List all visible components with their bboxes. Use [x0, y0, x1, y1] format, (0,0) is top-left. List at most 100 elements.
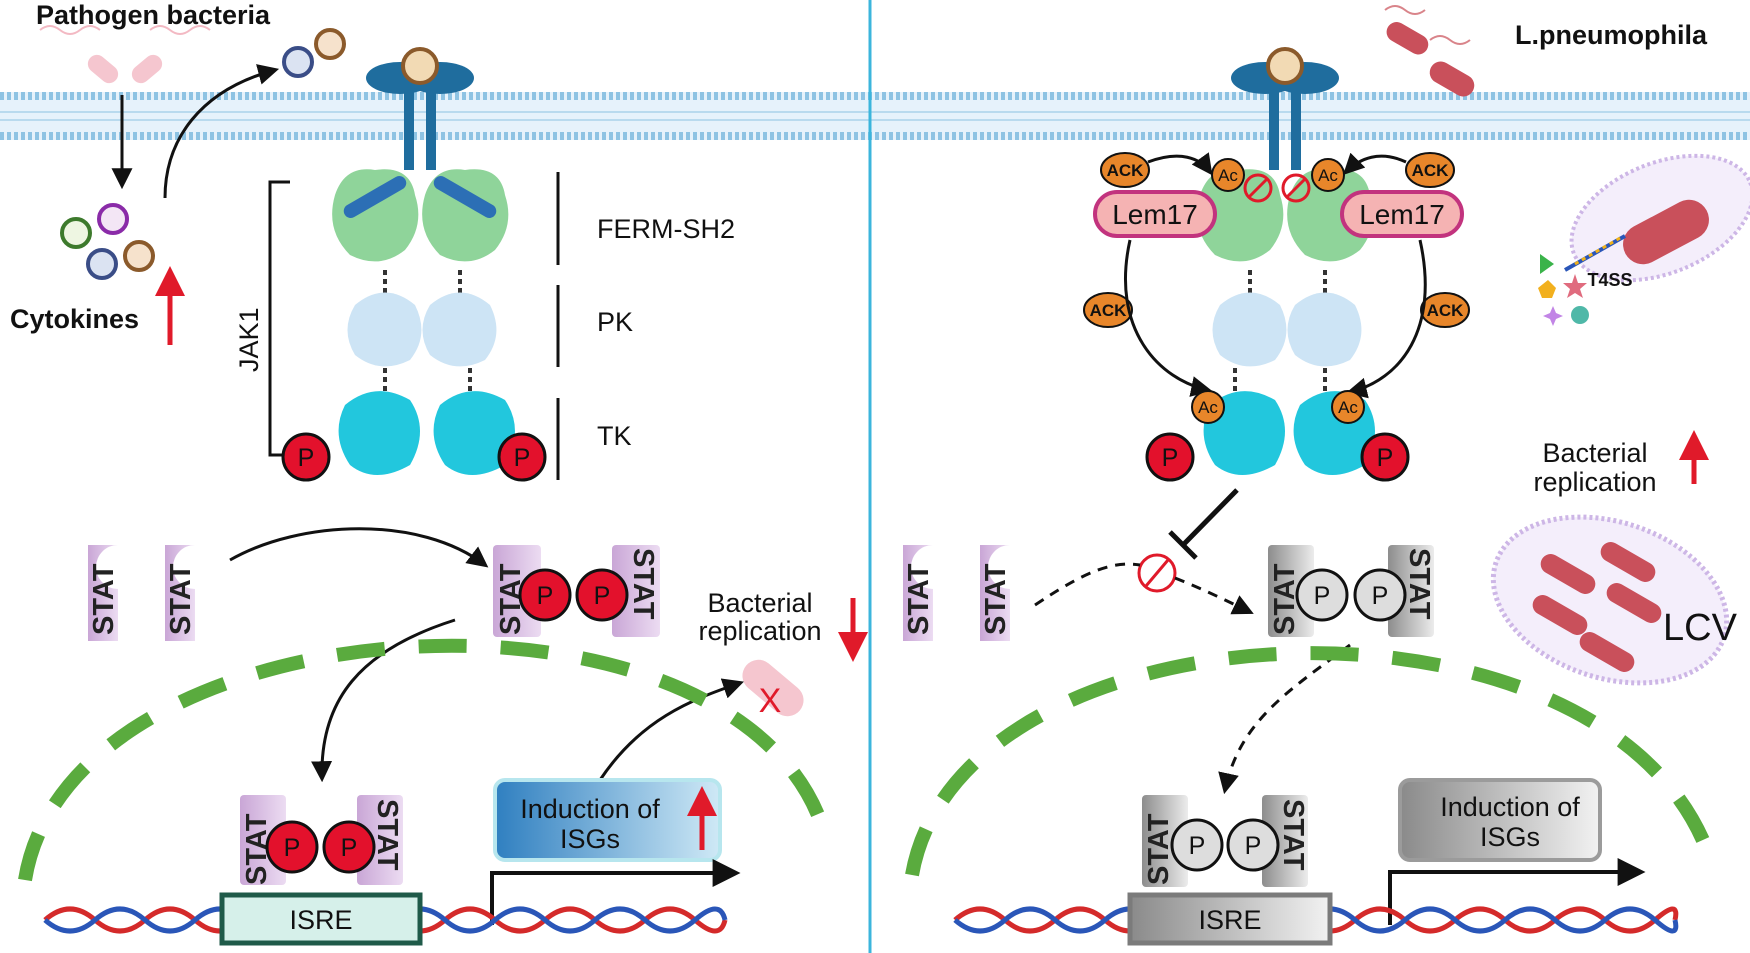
- ack-badge-1: ACK: [1100, 152, 1150, 188]
- svg-text:P: P: [298, 444, 315, 472]
- svg-text:STAT: STAT: [371, 799, 403, 871]
- released-cytokines-icon: [282, 28, 346, 78]
- svg-text:X: X: [759, 682, 782, 720]
- jak-phospho-right: P: [497, 432, 547, 482]
- svg-text:P: P: [1162, 444, 1179, 472]
- svg-text:P: P: [1189, 832, 1206, 860]
- l-pneumophila-icon: [1384, 5, 1475, 97]
- svg-text:P: P: [514, 444, 531, 472]
- dead-bacterium-icon: X: [742, 659, 804, 720]
- cytokines-label: Cytokines: [10, 304, 139, 334]
- lcv-label: LCV: [1663, 607, 1738, 649]
- ac-badge-tk-left: Ac: [1191, 390, 1225, 424]
- effectors-icon: [1538, 254, 1589, 326]
- svg-text:STAT: STAT: [88, 563, 120, 635]
- nucleus-envelope-right: [905, 646, 1712, 877]
- svg-text:Lem17: Lem17: [1112, 199, 1198, 230]
- lem17-right: Lem17: [1340, 190, 1464, 238]
- left-panel: Pathogen bacteria Cytokines: [10, 0, 868, 946]
- svg-text:STAT: STAT: [1269, 563, 1301, 635]
- stat-monomer-4: STAT: [980, 545, 1012, 641]
- svg-text:P: P: [594, 582, 611, 610]
- svg-text:STAT: STAT: [627, 548, 659, 620]
- stat-dimer-grey: STAT STAT P P: [1268, 545, 1435, 637]
- pk-label: PK: [597, 307, 633, 337]
- bacterial-replication-label-right-2: replication: [1533, 467, 1656, 497]
- ack-badge-3: ACK: [1083, 292, 1133, 328]
- l-pneumophila-label: L.pneumophila: [1515, 20, 1708, 50]
- stat-dimer-grey-dna: STAT STAT P P: [1142, 795, 1309, 887]
- pathogen-bacteria-icon: [39, 25, 211, 84]
- tk-label: TK: [597, 421, 632, 451]
- svg-text:ACK: ACK: [1090, 301, 1128, 320]
- isre-box-left: ISRE: [219, 892, 423, 946]
- svg-text:Induction of: Induction of: [1440, 792, 1580, 822]
- svg-text:P: P: [1372, 582, 1389, 610]
- ferm-sh2-label: FERM-SH2: [597, 214, 735, 244]
- lem17-left: Lem17: [1093, 190, 1217, 238]
- ac-badge-tk-right: Ac: [1331, 390, 1365, 424]
- svg-text:STAT: STAT: [903, 563, 935, 635]
- svg-text:STAT: STAT: [1277, 799, 1309, 871]
- t4ss-label: T4SS: [1587, 270, 1632, 290]
- jak-phospho-right-panel-right: P: [1360, 432, 1410, 482]
- stat-monomer-1: STAT: [88, 545, 120, 641]
- bacterial-replication-label-2: replication: [698, 616, 821, 646]
- isre-box-right: ISRE: [1127, 892, 1333, 946]
- jak-phospho-right-panel-left: P: [1145, 432, 1195, 482]
- svg-text:ISGs: ISGs: [1480, 822, 1540, 852]
- lcv-icon: [1490, 514, 1730, 686]
- lcv-vacuole-small-icon: [1564, 153, 1750, 283]
- svg-text:Ac: Ac: [1218, 166, 1238, 185]
- jak1-bracket: [268, 180, 290, 457]
- svg-text:P: P: [537, 582, 554, 610]
- svg-text:Induction of: Induction of: [520, 794, 660, 824]
- svg-text:STAT: STAT: [980, 563, 1012, 635]
- pathogen-label: Pathogen bacteria: [36, 0, 271, 30]
- nucleus-envelope-left: [18, 638, 827, 882]
- svg-text:STAT: STAT: [1143, 813, 1175, 885]
- ack-badge-2: ACK: [1405, 152, 1455, 188]
- stat-dimer-dna-bound: STAT STAT P P: [240, 795, 403, 885]
- svg-text:ACK: ACK: [1412, 161, 1450, 180]
- blocked-site-icon-right: [1281, 173, 1311, 203]
- jak-phospho-left: P: [281, 432, 331, 482]
- svg-text:ISRE: ISRE: [289, 905, 352, 935]
- jak1-right-icon: [422, 169, 515, 475]
- jak1-label: JAK1: [234, 307, 264, 372]
- right-panel: L.pneumophila: [903, 5, 1750, 946]
- jak1-left-icon: [332, 169, 422, 475]
- receptor-right-icon: [1231, 47, 1339, 170]
- svg-text:STAT: STAT: [1403, 548, 1435, 620]
- cytokine-receptor-icon: [366, 47, 474, 170]
- cytokines-cluster-icon: [60, 203, 155, 280]
- svg-text:P: P: [341, 834, 358, 862]
- ac-badge-top-right: Ac: [1311, 158, 1345, 192]
- isg-induction-box-grey: Induction of ISGs: [1398, 778, 1602, 862]
- svg-text:ISRE: ISRE: [1198, 905, 1261, 935]
- svg-text:P: P: [1245, 832, 1262, 860]
- svg-text:Ac: Ac: [1198, 398, 1218, 417]
- svg-text:P: P: [1377, 444, 1394, 472]
- svg-text:ACK: ACK: [1107, 161, 1145, 180]
- svg-text:Lem17: Lem17: [1359, 199, 1445, 230]
- bacterial-replication-label-right-1: Bacterial: [1542, 438, 1647, 468]
- svg-text:Ac: Ac: [1318, 166, 1338, 185]
- bacterial-replication-label-1: Bacterial: [707, 588, 812, 618]
- stat-dimer-phospho: STAT STAT P P: [493, 545, 660, 637]
- svg-text:ACK: ACK: [1427, 301, 1465, 320]
- inhibited-icon: [1137, 553, 1177, 593]
- ack-badge-4: ACK: [1420, 292, 1470, 328]
- blocked-site-icon-left: [1243, 173, 1273, 203]
- stat-monomer-2: STAT: [165, 545, 197, 641]
- svg-text:P: P: [284, 834, 301, 862]
- svg-text:ISGs: ISGs: [560, 824, 620, 854]
- cell-membrane: [0, 92, 1750, 140]
- isg-induction-box: Induction of ISGs: [493, 778, 722, 862]
- svg-text:Ac: Ac: [1338, 398, 1358, 417]
- stat-monomer-3: STAT: [903, 545, 935, 641]
- ac-badge-top-left: Ac: [1211, 158, 1245, 192]
- svg-text:STAT: STAT: [165, 563, 197, 635]
- svg-text:P: P: [1314, 582, 1331, 610]
